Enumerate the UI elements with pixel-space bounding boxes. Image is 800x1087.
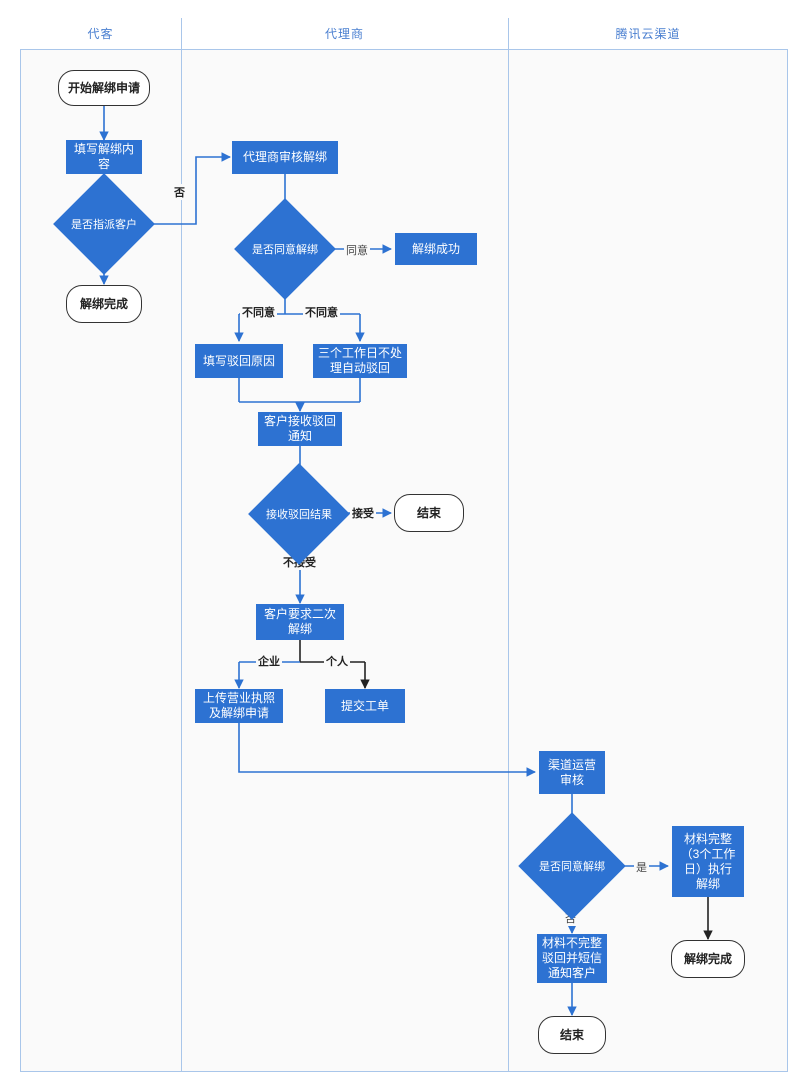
node-fill-reject-label: 填写驳回原因 <box>202 353 275 368</box>
node-auto-reject-line2: 理自动驳回 <box>329 361 390 375</box>
node-submit-ticket[interactable]: 提交工单 <box>325 689 405 723</box>
node-fill-reject[interactable]: 填写驳回原因 <box>195 344 283 378</box>
node-material-ok-line3: 日）执行 <box>683 861 732 876</box>
node-auto-reject-line1: 三个工作日不处 <box>318 346 403 360</box>
node-end-right-label: 结束 <box>559 1027 584 1042</box>
node-material-ok[interactable]: 材料完整 （3个工作 日）执行 解绑 <box>672 826 744 897</box>
edge-label-disagree-a: 不同意 <box>240 304 277 320</box>
node-upload-license-line1: 上传营业执照 <box>202 691 275 705</box>
node-fill-content[interactable]: 填写解绑内 容 <box>66 140 142 174</box>
node-material-bad-line1: 材料不完整 <box>542 936 603 950</box>
lane-header-dailishang-label: 代理商 <box>324 27 364 41</box>
node-assign-customer[interactable]: 是否指派客户 <box>53 173 155 275</box>
node-agree-unbind-2-label: 是否同意解绑 <box>539 861 605 873</box>
edge-label-agree: 同意 <box>344 242 370 258</box>
node-second-unbind-line1: 客户要求二次 <box>263 607 336 621</box>
node-agent-review-label: 代理商审核解绑 <box>242 150 327 164</box>
edge-label-disagree-b: 不同意 <box>303 304 340 320</box>
node-assign-customer-label: 是否指派客户 <box>71 219 137 231</box>
node-second-unbind-line2: 解绑 <box>287 622 312 636</box>
node-channel-review[interactable]: 渠道运营 审核 <box>539 751 605 794</box>
lane-header-daike: 代客 <box>20 18 181 50</box>
edge-label-accept: 接受 <box>350 505 376 521</box>
node-notify-reject-line1: 客户接收驳回 <box>263 414 336 428</box>
node-fill-content-line1: 填写解绑内 <box>73 142 134 156</box>
swimlane-frame <box>20 18 788 1072</box>
node-channel-review-line2: 审核 <box>559 772 584 787</box>
node-agree-unbind[interactable]: 是否同意解绑 <box>234 198 336 300</box>
node-channel-review-line1: 渠道运营 <box>547 757 596 772</box>
node-end-mid[interactable]: 结束 <box>394 494 464 532</box>
node-start-label: 开始解绑申请 <box>67 80 140 95</box>
node-upload-license[interactable]: 上传营业执照 及解绑申请 <box>195 689 283 723</box>
node-unbind-success-label: 解绑成功 <box>411 241 460 256</box>
lane-header-daike-label: 代客 <box>87 27 114 41</box>
node-material-bad-line2: 驳回并短信 <box>542 951 603 965</box>
node-start[interactable]: 开始解绑申请 <box>58 70 150 106</box>
edge-label-personal: 个人 <box>324 653 350 669</box>
node-material-bad-line3: 通知客户 <box>547 966 596 980</box>
node-material-ok-line1: 材料完整 <box>683 831 732 846</box>
node-reject-result[interactable]: 接收驳回结果 <box>248 463 350 565</box>
node-unbind-done-right-label: 解绑完成 <box>683 951 732 966</box>
node-unbind-success[interactable]: 解绑成功 <box>395 233 477 265</box>
edge-label-enterprise: 企业 <box>256 653 282 669</box>
edge-label-no-assign: 否 <box>172 184 187 200</box>
lane-header-dailishang: 代理商 <box>181 18 508 50</box>
lane-divider-1 <box>181 18 182 1072</box>
node-material-ok-line4: 解绑 <box>695 876 720 891</box>
node-unbind-done-right[interactable]: 解绑完成 <box>671 940 745 978</box>
node-agent-review[interactable]: 代理商审核解绑 <box>232 141 338 174</box>
node-material-bad[interactable]: 材料不完整 驳回并短信 通知客户 <box>537 934 607 983</box>
node-fill-content-line2: 容 <box>97 157 110 171</box>
edge-label-yes-tencent: 是 <box>634 859 649 875</box>
node-unbind-done-left[interactable]: 解绑完成 <box>66 285 142 323</box>
node-agree-unbind-2[interactable]: 是否同意解绑 <box>518 812 626 920</box>
node-upload-license-line2: 及解绑申请 <box>208 706 269 720</box>
lane-divider-2 <box>508 18 509 1072</box>
node-unbind-done-left-label: 解绑完成 <box>79 296 128 311</box>
node-notify-reject[interactable]: 客户接收驳回 通知 <box>258 412 342 446</box>
lane-header-tencent: 腾讯云渠道 <box>508 18 788 50</box>
node-end-mid-label: 结束 <box>416 505 441 520</box>
node-second-unbind[interactable]: 客户要求二次 解绑 <box>256 604 344 640</box>
node-end-right[interactable]: 结束 <box>538 1016 606 1054</box>
node-auto-reject[interactable]: 三个工作日不处 理自动驳回 <box>313 344 407 378</box>
node-material-ok-line2: （3个工作 <box>680 846 736 861</box>
lane-header-tencent-label: 腾讯云渠道 <box>615 27 681 41</box>
node-agree-unbind-label: 是否同意解绑 <box>252 244 318 256</box>
node-notify-reject-line2: 通知 <box>287 429 312 443</box>
node-reject-result-label: 接收驳回结果 <box>266 509 332 521</box>
node-submit-ticket-label: 提交工单 <box>340 698 389 713</box>
